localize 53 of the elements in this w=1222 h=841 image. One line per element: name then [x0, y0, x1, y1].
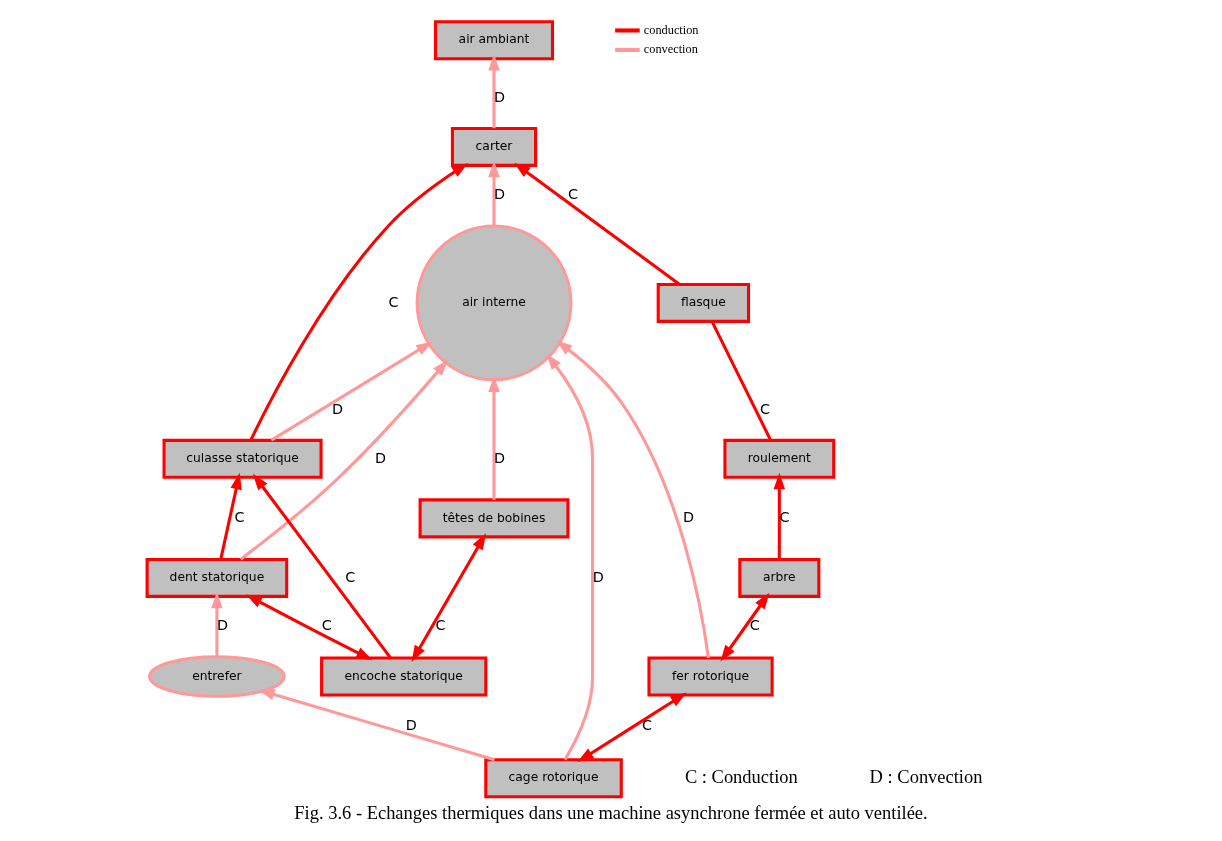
arrow	[514, 162, 681, 286]
edge-label: C	[234, 509, 245, 526]
arrow	[252, 473, 392, 659]
edge-label: C	[321, 617, 332, 634]
node-box: culasse statorique	[162, 438, 323, 479]
edge-label: C	[388, 293, 399, 310]
edge-label: C	[759, 400, 770, 417]
node-box: flasque	[656, 282, 751, 323]
legend-label: convection	[643, 42, 698, 57]
node-box: dent statorique	[145, 557, 289, 598]
arrow	[488, 160, 500, 226]
arrow	[239, 359, 449, 561]
arrow	[773, 472, 786, 560]
edge-label: D	[375, 449, 387, 466]
label: D : Convection	[869, 766, 983, 787]
legend-label: conduction	[643, 22, 699, 37]
edge-label: D	[682, 509, 695, 526]
arrow	[249, 163, 469, 441]
arrow	[219, 472, 242, 560]
edge-label: D	[494, 186, 506, 203]
arrow	[488, 375, 500, 500]
edge-label: C	[568, 186, 579, 203]
arrow	[577, 692, 687, 763]
arrow	[546, 353, 595, 761]
node-box: carter	[450, 126, 538, 167]
arrow	[720, 592, 770, 662]
node-box: roulement	[723, 438, 836, 479]
edge-label: C	[435, 617, 446, 634]
arrow	[270, 341, 433, 442]
arrow	[245, 594, 373, 661]
caption: Fig. 3.6 - Echanges thermiques dans une machine asynchrone fermée et auto ventilée.	[294, 802, 928, 823]
node-box: têtes de bobines	[418, 498, 570, 539]
node-box: cage rotorique	[484, 758, 623, 799]
node-box: air ambiant	[433, 20, 555, 61]
edge-label: D	[405, 717, 417, 734]
node-box: fer rotorique	[647, 656, 774, 697]
edge-label: C	[345, 568, 356, 585]
edge-label: D	[217, 617, 229, 634]
arrow	[211, 591, 223, 657]
arrow	[411, 533, 487, 662]
edge-label: D	[592, 568, 604, 585]
arrow	[555, 340, 710, 659]
edge-label: C	[641, 717, 652, 734]
connector	[710, 320, 772, 441]
arrow	[488, 54, 500, 129]
arrow	[258, 688, 495, 762]
edge-label: C	[749, 617, 760, 634]
edge-label: D	[494, 449, 506, 466]
label: C : Conduction	[684, 766, 798, 787]
edge-label: D	[331, 400, 344, 417]
node-box: arbre	[738, 557, 821, 598]
edge-label: D	[494, 88, 506, 105]
node-box: encoche statorique	[320, 656, 488, 697]
